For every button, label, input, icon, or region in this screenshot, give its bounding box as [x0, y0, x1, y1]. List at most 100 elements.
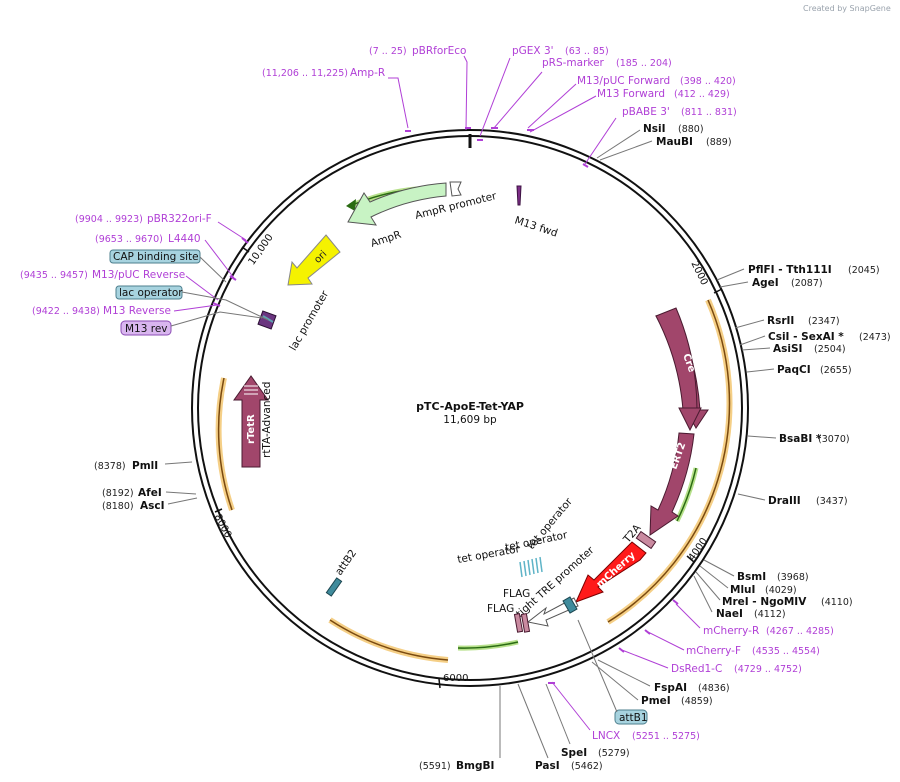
m13-rev-marker: [212, 302, 221, 307]
agei-pos: (2087): [791, 278, 823, 289]
pbabe-coords: (811 .. 831): [681, 107, 737, 118]
naei-leader: [693, 575, 713, 613]
ruler-tick-8000: [214, 508, 223, 513]
lac-promoter-feature: lac promoter: [257, 288, 332, 353]
pmei-pos: (4859): [681, 696, 713, 707]
fspai-label: FspAI: [654, 682, 687, 694]
m13-rev-box-leader: [170, 311, 263, 327]
mlui-label: MluI: [730, 584, 755, 596]
ampr-promoter-arrow: [449, 181, 462, 197]
draiii-leader: [737, 493, 766, 501]
pbabe-leader: [584, 117, 617, 165]
bsabi-leader: [747, 435, 777, 439]
mrei-pos: (4110): [821, 597, 853, 608]
draiii-pos: (3437): [816, 496, 848, 507]
pbabe-label: pBABE 3': [622, 106, 670, 118]
rsrii-leader: [734, 319, 765, 329]
ampr-feature: AmpR AmpR promoter: [347, 181, 498, 250]
ruler-tick-10000: [241, 246, 250, 253]
maubi-leader: [599, 140, 653, 161]
attb1-leader: [577, 619, 618, 713]
dsred-marker: [618, 647, 625, 653]
ruler-tick-4000: [686, 555, 695, 563]
csii-label: CsiI - SexAI *: [768, 331, 844, 343]
orf-arc-bottom: [328, 617, 449, 663]
prs-leader: [493, 71, 543, 129]
naei-label: NaeI: [716, 608, 743, 620]
asisi-pos: (2504): [814, 344, 846, 355]
flag-label-1: FLAG: [503, 588, 530, 600]
pbr322ori-label: pBR322ori-F: [147, 213, 212, 225]
asci-pos: (8180): [102, 501, 134, 512]
ruler-label-8000: 8000: [212, 512, 234, 540]
m13-fwd-feature: M13 fwd: [513, 185, 559, 240]
rtta-arrow: [233, 375, 269, 468]
t2a-marker: [635, 530, 657, 550]
attb1-box: [614, 709, 648, 725]
paqci-pos: (2655): [820, 365, 852, 376]
pmei-label: PmeI: [641, 695, 671, 707]
m13-rev-label: M13 Reverse: [103, 305, 171, 317]
fspai-pos: (4836): [698, 683, 730, 694]
pbrforeco-coords: (7 .. 25): [369, 46, 407, 57]
orf-arc-top-arrow: [346, 199, 356, 211]
maubi-pos: (889): [706, 137, 732, 148]
mcherry-label: mCherry: [595, 550, 638, 591]
mrei-label: MreI - NgoMIV: [722, 596, 807, 608]
pbrforeco-leader: [463, 55, 468, 131]
orf-arc-bottom-line: [329, 619, 449, 661]
tet-op-stripe: [523, 560, 527, 577]
bsmi-leader: [703, 559, 735, 577]
lncx-coords: (5251 .. 5275): [632, 731, 700, 742]
plasmid-name: pTC-ApoE-Tet-YAP: [416, 400, 524, 413]
lac-operator-label: lac operator: [119, 287, 183, 299]
pflfi-leader: [716, 268, 745, 281]
bsabi-label: BsaBI *: [779, 433, 822, 445]
pbrforeco-label: pBRforEco: [412, 45, 466, 57]
prs-coords: (185 .. 204): [616, 58, 672, 69]
asci-label: AscI: [140, 500, 165, 512]
m13-fwd-coords: (412 .. 429): [674, 89, 730, 100]
tet-operators: tet operator tet operator tet operator: [456, 495, 575, 578]
left-primers: (9904 .. 9923) pBR322ori-F (9653 .. 9670…: [20, 213, 269, 336]
watermark-text: Created by SnapGene: [803, 4, 891, 13]
tet-operator-label-2: tet operator: [456, 543, 521, 566]
flag-label-2: FLAG: [487, 603, 514, 615]
nsii-label: NsiI: [643, 123, 666, 135]
rtta-label: rtTA-Advanced: [261, 382, 273, 458]
lncx-label: LNCX: [592, 730, 620, 742]
pgex-label: pGEX 3': [512, 45, 554, 57]
mcherry-f-marker: [644, 629, 651, 635]
mcherry-f-coords: (4535 .. 4554): [752, 646, 820, 657]
attb2-label: attB2: [333, 547, 359, 577]
m13puc-rev-leader: [185, 275, 219, 301]
paqci-leader: [746, 368, 775, 373]
orf-arc-left-line: [217, 377, 233, 511]
orf-arc-ert-green-line: [676, 467, 697, 522]
asisi-leader: [741, 347, 771, 351]
m13puc-fwd-coords: (398 .. 420): [680, 76, 736, 87]
amp-r-coords: (11,206 .. 11,225): [262, 68, 348, 79]
pgex-coords: (63 .. 85): [565, 46, 609, 57]
ert2-feature: ERT2: [649, 432, 695, 536]
tet-op-stripe: [531, 558, 535, 575]
dsred-leader: [621, 649, 669, 669]
csii-pos: (2473): [859, 332, 891, 343]
amp-r-label: Amp-R: [350, 67, 385, 79]
m13-fwd-leader: [529, 95, 597, 133]
lac-operator-mark: [262, 315, 274, 323]
asci-leader: [167, 497, 198, 505]
ori-arrow: [287, 234, 341, 286]
ori-feature: ori: [287, 234, 341, 286]
pbabe-marker: [582, 163, 589, 168]
ampr-arrow: [347, 182, 447, 226]
mlui-pos: (4029): [765, 585, 797, 596]
flag-marker-1: [513, 613, 524, 633]
ruler-tick-2000: [713, 288, 723, 294]
tre-marker: [562, 596, 578, 614]
ampr-label: AmpR: [369, 229, 403, 250]
m13puc-fwd-label: M13/pUC Forward: [577, 75, 670, 87]
draiii-label: DraIII: [768, 495, 801, 507]
m13puc-fwd-leader: [527, 83, 577, 129]
bottom-right-enzymes: BsmI (3968) MluI (4029) MreI - NgoMIV (4…: [548, 559, 853, 742]
